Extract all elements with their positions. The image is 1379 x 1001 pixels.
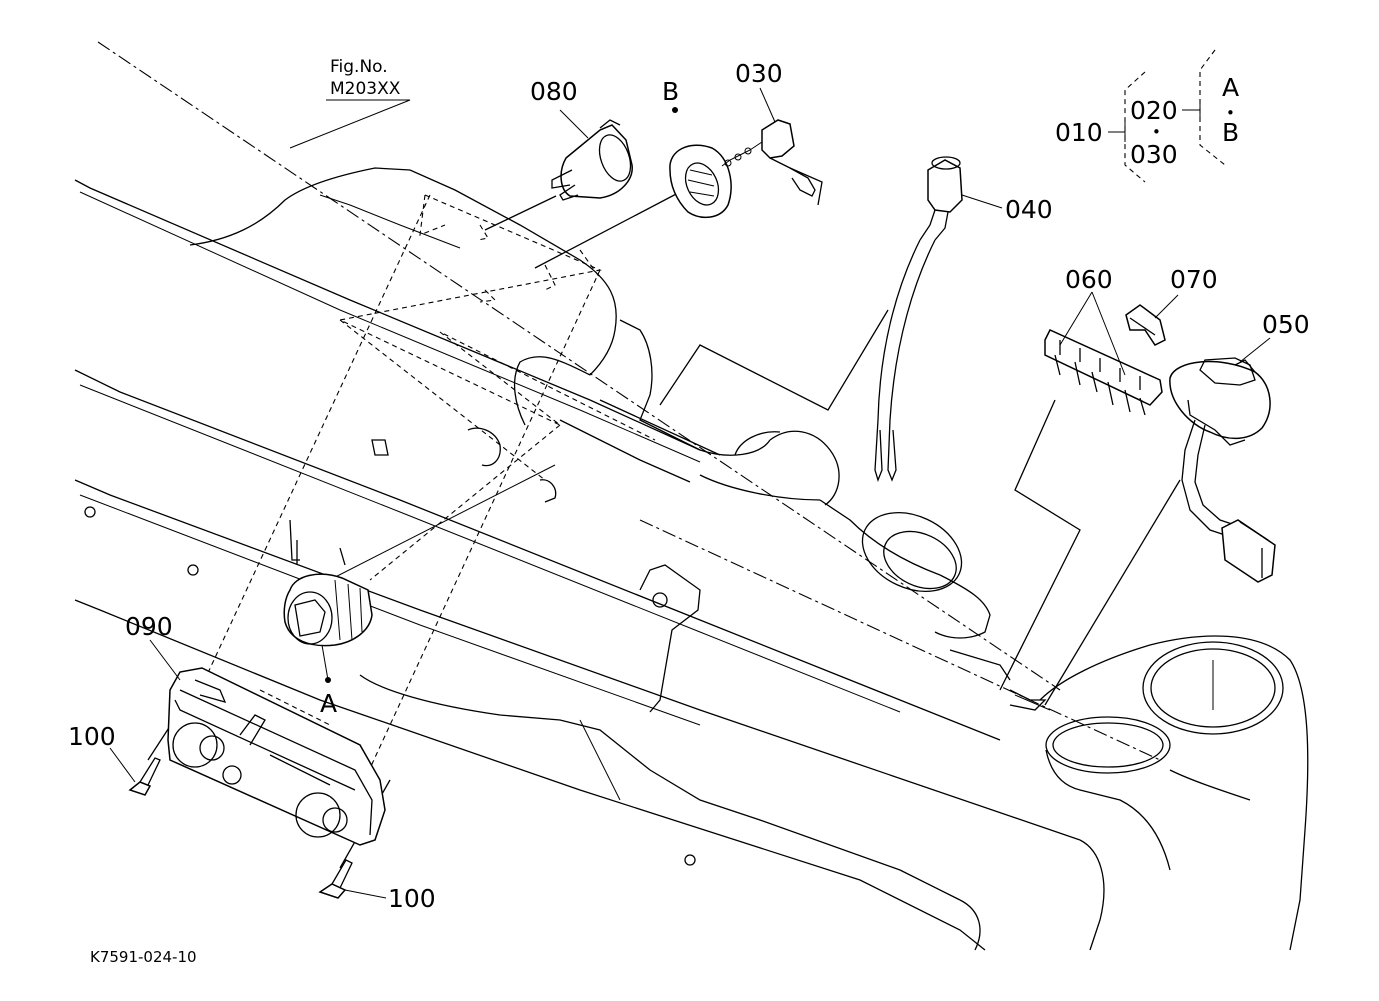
ring-nut bbox=[669, 144, 732, 219]
callout-100-bottom: 100 bbox=[388, 884, 436, 913]
meter-panel-part-090 bbox=[167, 667, 386, 846]
drawing-number: K7591-024-10 bbox=[90, 948, 197, 966]
tree-separator-1: • bbox=[1152, 123, 1161, 141]
callout-060: 060 bbox=[1065, 265, 1113, 294]
callout-030: 030 bbox=[735, 59, 783, 88]
reference-point-a-label: A bbox=[320, 689, 337, 718]
reference-point-a-tree: A bbox=[1222, 73, 1239, 102]
dashboard-body bbox=[74, 167, 1309, 951]
lamp-socket-a bbox=[283, 573, 373, 647]
callout-030-tree: 030 bbox=[1130, 140, 1178, 169]
callout-040: 040 bbox=[1005, 195, 1053, 224]
lamp-part-040 bbox=[874, 156, 963, 482]
callout-010: 010 bbox=[1055, 118, 1103, 147]
reference-point-b-tree: B bbox=[1222, 118, 1239, 147]
assembly-guide-lines bbox=[199, 194, 656, 791]
callout-070: 070 bbox=[1170, 265, 1218, 294]
fig-no-value: M203XX bbox=[330, 79, 401, 99]
screw-bottom bbox=[318, 859, 353, 899]
tree-separator-2: • bbox=[1226, 104, 1235, 122]
callout-090: 090 bbox=[125, 612, 173, 641]
switch-part-050 bbox=[1169, 357, 1276, 583]
callout-050: 050 bbox=[1262, 310, 1310, 339]
callout-080: 080 bbox=[530, 77, 578, 106]
center-lines bbox=[97, 41, 1161, 761]
fig-no-label: Fig.No. bbox=[330, 57, 388, 77]
reference-point-b-label: B bbox=[662, 77, 679, 106]
callout-020: 020 bbox=[1130, 96, 1178, 125]
connector-part-060 bbox=[1044, 329, 1163, 416]
assembly-tree-bracket bbox=[1108, 49, 1226, 183]
socket-part-080 bbox=[551, 119, 633, 201]
screw-left bbox=[128, 757, 161, 796]
clip-part-070 bbox=[1125, 304, 1166, 346]
callout-100-left: 100 bbox=[68, 722, 116, 751]
key-part-030 bbox=[721, 119, 823, 206]
reference-point-b-dot bbox=[672, 107, 678, 113]
